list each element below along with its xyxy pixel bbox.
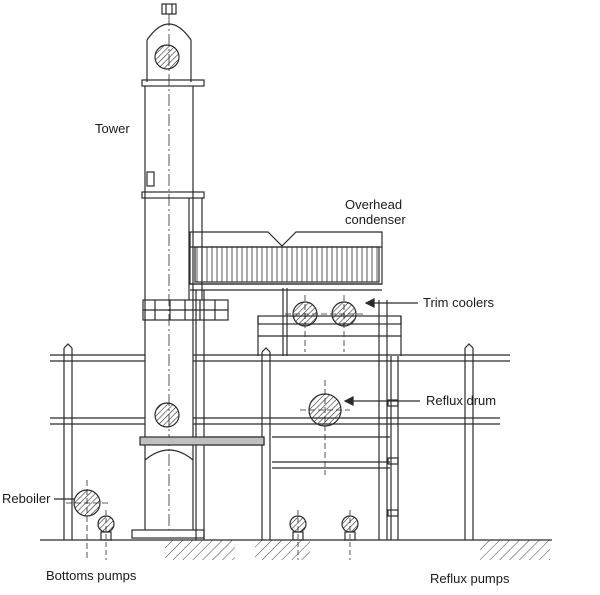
- overhead-condenser-label-line1: Overhead: [345, 197, 403, 212]
- tower-top-nozzle: [161, 3, 177, 15]
- reflux-drum-label: Reflux drum: [426, 393, 497, 408]
- tower-top-nozzle-circle: [154, 44, 180, 70]
- tower-flange-mid: [141, 191, 205, 199]
- label-arrows: [54, 298, 420, 500]
- tower: [131, 3, 205, 539]
- structure-frame: [50, 288, 510, 540]
- reflux-drum: [300, 380, 350, 475]
- trim-coolers: [285, 295, 364, 352]
- tower-base: [131, 529, 205, 539]
- tower-bottom-nozzle-circle: [154, 402, 180, 428]
- tower-platform: [142, 299, 229, 321]
- tower-flange-upper: [141, 79, 205, 87]
- overhead-condenser-label-line2: condenser: [345, 212, 406, 227]
- reflux-pumps-label: Reflux pumps: [430, 571, 510, 586]
- tower-manway: [146, 171, 155, 187]
- overhead-condenser: [189, 231, 383, 291]
- reboiler: [66, 480, 110, 560]
- reflux-pumps: [289, 510, 359, 560]
- reboiler-label: Reboiler: [2, 491, 51, 506]
- ground-line: [40, 539, 552, 560]
- tower-label: Tower: [95, 121, 130, 136]
- bottoms-pumps-label: Bottoms pumps: [46, 568, 137, 583]
- trim-coolers-label: Trim coolers: [423, 295, 495, 310]
- bottoms-pump: [97, 510, 115, 560]
